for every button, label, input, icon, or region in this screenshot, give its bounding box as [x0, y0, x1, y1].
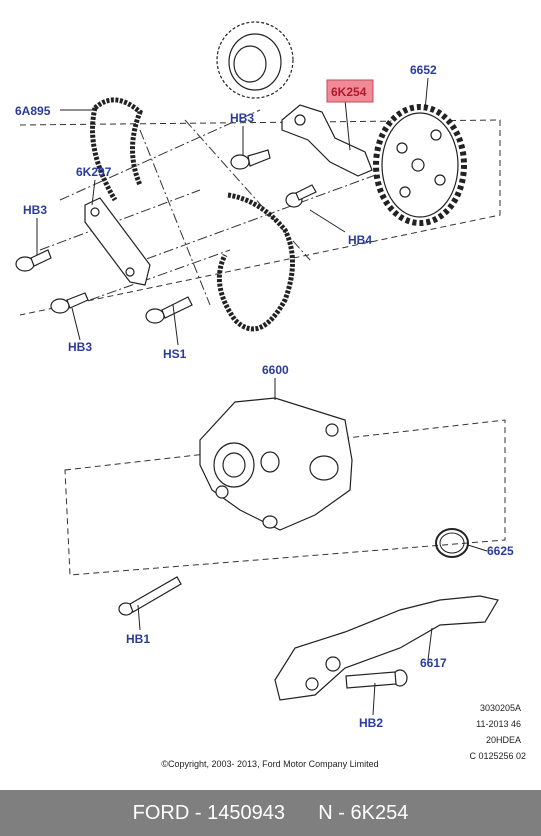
bolt-hb3-left-graphic	[15, 249, 52, 272]
oil-pump-body	[199, 397, 353, 531]
label-hb4[interactable]: HB4	[348, 233, 372, 247]
label-hb3-top[interactable]: HB3	[230, 111, 254, 125]
label-hb1[interactable]: HB1	[126, 632, 150, 646]
footer-spacer	[285, 802, 318, 825]
ref-line-3: 20HDEA	[486, 735, 521, 745]
bolt-hb3-top-graphic	[230, 149, 271, 170]
bolt-hb4-graphic	[285, 184, 317, 208]
label-hs1[interactable]: HS1	[163, 347, 187, 361]
label-hb3-left[interactable]: HB3	[23, 203, 47, 217]
o-ring-seal	[435, 528, 469, 558]
timing-chain-right	[216, 192, 295, 332]
chain-guide	[84, 197, 151, 286]
center-line-2	[139, 119, 311, 306]
label-tensioner[interactable]: 6K254	[331, 85, 367, 99]
label-seal[interactable]: 6625	[487, 544, 514, 558]
lower-assembly-outline	[64, 419, 506, 576]
parts-diagram: 6A895 6K254 6652 6K297 HB3 HB3 HB4 HB3 H…	[15, 21, 526, 769]
label-pump[interactable]: 6600	[262, 363, 289, 377]
copyright: ©Copyright, 2003- 2013, Ford Motor Compa…	[161, 759, 378, 769]
bolt-hb2-graphic	[345, 669, 408, 689]
footer-bar: FORD - 1450943 N - 6K254	[0, 790, 541, 836]
footer-ref-number: N - 6K254	[318, 801, 409, 824]
reference-block: 3030205A 11-2013 46 20HDEA C 0125256 02	[469, 703, 526, 761]
label-hb2[interactable]: HB2	[359, 716, 383, 730]
bolt-hb3-bottom-graphic	[50, 292, 89, 314]
upper-assembly-outline	[19, 119, 501, 316]
leader-lines	[36, 77, 488, 716]
bolt-hb1-graphic	[118, 576, 182, 616]
cam-sprocket	[216, 21, 294, 99]
oil-pickup	[274, 595, 499, 701]
chain-tensioner	[281, 104, 373, 177]
ref-line-1: 3030205A	[480, 703, 521, 713]
label-hb3-bottom[interactable]: HB3	[68, 340, 92, 354]
label-guide[interactable]: 6K297	[76, 165, 112, 179]
highlight-box	[326, 79, 374, 103]
footer-part-number: FORD - 1450943	[132, 801, 285, 824]
label-sprocket[interactable]: 6652	[410, 63, 437, 77]
bolt-hs1-graphic	[145, 296, 193, 324]
center-line-1	[39, 109, 431, 301]
ref-line-4: C 0125256 02	[469, 751, 526, 761]
pump-sprocket	[373, 104, 467, 226]
label-pickup[interactable]: 6617	[420, 656, 447, 670]
timing-chain-left	[90, 97, 143, 202]
ref-line-2: 11-2013 46	[476, 719, 521, 729]
bolt-graphics	[15, 149, 408, 689]
label-chain[interactable]: 6A895	[15, 104, 51, 118]
